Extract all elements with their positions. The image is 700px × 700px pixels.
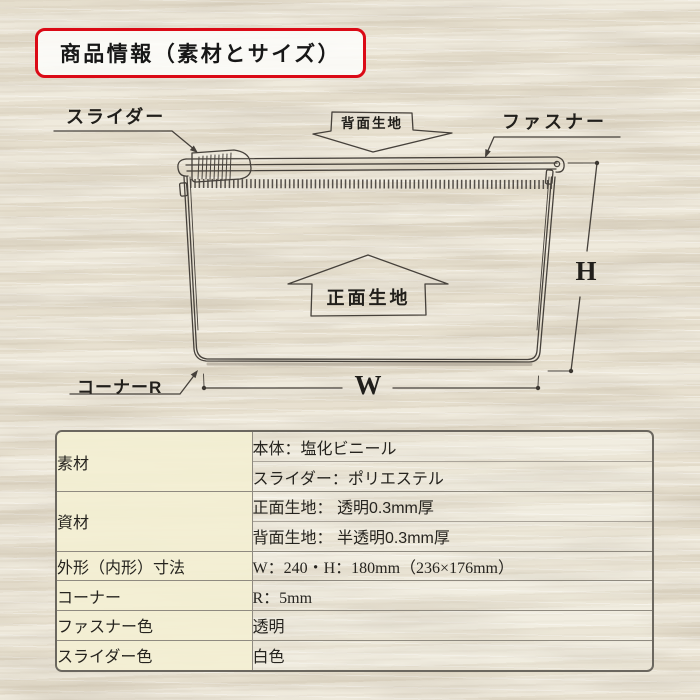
corner-leader-line xyxy=(69,370,198,395)
arrowhead-icon xyxy=(189,145,198,153)
height-dimension-line xyxy=(547,160,600,374)
width-dim-label: W xyxy=(354,370,382,400)
table-row: スライダー：ポリエステル xyxy=(57,461,652,492)
front-fabric-label: 正面生地 xyxy=(326,288,411,308)
row-label: スライダー色 xyxy=(57,639,253,670)
table-row: ファスナー色 透明 xyxy=(57,610,652,641)
row-label: 資材 xyxy=(57,491,253,551)
width-dimension-line xyxy=(201,373,541,391)
arrowhead-icon xyxy=(485,149,491,158)
row-value: W：240・H：180mm（236×176mm） xyxy=(252,550,652,581)
fastener-leader-line xyxy=(485,136,621,158)
row-value: 白色 xyxy=(252,639,652,670)
corner-r-label: コーナーR xyxy=(77,378,163,397)
table-row: 外形（内形）寸法 W：240・H：180mm（236×176mm） xyxy=(57,550,652,581)
row-value: R：5mm xyxy=(252,580,652,611)
fastener-label: ファスナー xyxy=(502,112,607,132)
table-row: スライダー色 白色 xyxy=(57,639,652,670)
page-title: 商品情報（素材とサイズ） xyxy=(59,43,342,66)
row-label: 素材 xyxy=(57,432,253,492)
front-fabric-arrow-icon xyxy=(287,254,449,317)
table-row: 資材 正面生地： 透明0.3mm厚 xyxy=(57,491,652,551)
row-value: 正面生地： 透明0.3mm厚 xyxy=(252,491,652,522)
row-value: 本体：塩化ビニール xyxy=(252,440,397,458)
row-value: 透明 xyxy=(252,610,652,641)
back-fabric-label: 背面生地 xyxy=(341,116,403,131)
title-box: 商品情報（素材とサイズ） xyxy=(35,28,366,78)
slider-leader-line xyxy=(53,130,198,153)
spec-table: 素材 本体：塩化ビニール スライダー：ポリエステル 資材 正面生地： 透明0.3… xyxy=(55,430,654,672)
row-value: スライダー：ポリエステル xyxy=(252,461,652,492)
zipper-stop-left xyxy=(178,182,189,197)
back-fabric-arrow-icon xyxy=(312,111,453,153)
pouch-diagram xyxy=(53,111,621,395)
pouch-outline xyxy=(183,176,556,366)
table-row: 背面生地： 半透明0.3mm厚 xyxy=(57,520,652,551)
row-label: ファスナー色 xyxy=(57,610,253,641)
slider-label: スライダー xyxy=(66,107,166,127)
row-value: 背面生地： 半透明0.3mm厚 xyxy=(252,520,652,551)
slider-body xyxy=(191,149,252,183)
zipper-band xyxy=(177,156,565,177)
row-label: コーナー xyxy=(57,580,253,611)
row-label: 外形（内形）寸法 xyxy=(57,550,253,581)
arrowhead-icon xyxy=(190,370,198,379)
table-row: コーナー R：5mm xyxy=(57,580,652,611)
height-dim-label: H xyxy=(575,256,597,286)
table-row: 素材 本体：塩化ビニール xyxy=(57,432,652,492)
zipper-teeth xyxy=(189,179,553,189)
